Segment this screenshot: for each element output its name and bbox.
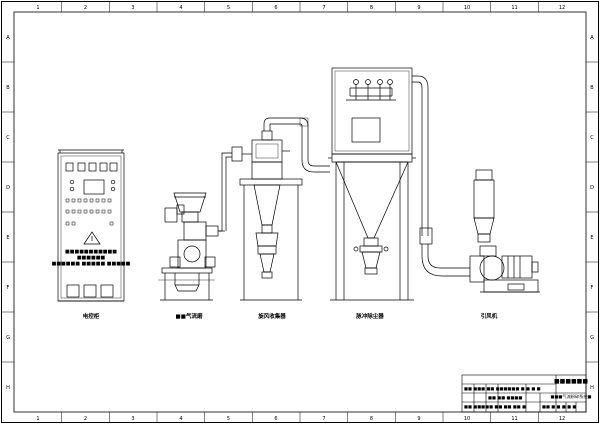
col-marker-6: 6 <box>274 5 277 11</box>
row-marker-c-right: C <box>590 135 594 141</box>
col-marker-7: 7 <box>322 5 325 11</box>
title-row-2: ■■ ■■ ■■■■ <box>488 395 522 400</box>
col-marker-1-bottom: 1 <box>36 416 39 422</box>
title-block <box>461 374 587 413</box>
col-marker-12-bottom: 12 <box>559 416 565 422</box>
row-marker-d-right: D <box>590 185 594 191</box>
title-row-1: ■■ ■■■ ■■ ■■■■■■ ■ ■ ■ ■ <box>464 386 541 391</box>
pulse-bag-filter <box>328 67 470 301</box>
row-marker-f-right: F <box>591 285 594 291</box>
cabinet-plate-line2: ■■■■■■ <box>77 255 106 261</box>
row-marker-d: D <box>6 185 10 191</box>
row-marker-a-right: A <box>590 35 594 41</box>
col-marker-3: 3 <box>131 5 134 11</box>
col-marker-8-bottom: 8 <box>370 416 373 422</box>
jet-mill <box>158 146 252 301</box>
col-marker-1: 1 <box>36 5 39 11</box>
col-marker-5: 5 <box>227 5 230 11</box>
caption-control-cabinet: 电控柜 <box>83 312 100 320</box>
row-marker-f: F <box>7 285 10 291</box>
induced-draft-fan <box>469 169 540 293</box>
column-markers <box>61 1 539 423</box>
title-drawing-name: ■■■气流粉碎系统■ <box>551 393 592 400</box>
col-marker-9-bottom: 9 <box>417 416 420 422</box>
caption-bag-filter: 脉冲除尘器 <box>355 312 384 320</box>
row-marker-c: C <box>6 135 10 141</box>
col-marker-7-bottom: 7 <box>322 416 325 422</box>
col-marker-5-bottom: 5 <box>227 416 230 422</box>
col-marker-2: 2 <box>84 5 87 11</box>
caption-cyclone: 旋风收集器 <box>257 312 286 320</box>
row-marker-a: A <box>6 35 10 41</box>
title-row-3: ■■ ■■■■■ ■■ ■■ ■■ ■ <box>464 404 526 409</box>
caption-jet-mill: ■■气流磨 <box>176 312 203 320</box>
col-marker-4-bottom: 4 <box>179 416 182 422</box>
row-marker-b: B <box>6 85 10 91</box>
col-marker-3-bottom: 3 <box>131 416 134 422</box>
row-marker-h-right: H <box>590 385 594 391</box>
cabinet-plate-line1: ■■■■■■■■■■■ <box>65 249 117 255</box>
row-marker-g: G <box>6 335 10 341</box>
title-row-4: ■■ ■ ■ ■ ■ ■ <box>542 404 576 409</box>
row-marker-e: E <box>6 235 9 241</box>
col-marker-6-bottom: 6 <box>274 416 277 422</box>
cabinet-plate-line3: ■■■■■■ ■■■■■ ■■■■■ <box>52 261 131 267</box>
col-marker-8: 8 <box>370 5 373 11</box>
col-marker-10-bottom: 10 <box>464 416 470 422</box>
row-marker-b-right: B <box>590 85 594 91</box>
col-marker-2-bottom: 2 <box>84 416 87 422</box>
row-markers <box>1 61 599 363</box>
col-marker-9: 9 <box>417 5 420 11</box>
col-marker-11: 11 <box>511 5 517 11</box>
row-marker-e-right: E <box>590 235 593 241</box>
col-marker-4: 4 <box>179 5 182 11</box>
col-marker-10: 10 <box>464 5 470 11</box>
col-marker-12: 12 <box>559 5 565 11</box>
control-cabinet <box>57 149 125 302</box>
row-marker-h: H <box>6 385 10 391</box>
title-company: ■■■■■■ <box>554 378 588 385</box>
caption-fan: 引风机 <box>481 312 498 320</box>
col-marker-11-bottom: 11 <box>511 416 517 422</box>
cyclone-collector <box>239 117 330 301</box>
row-marker-g-right: G <box>590 335 594 341</box>
